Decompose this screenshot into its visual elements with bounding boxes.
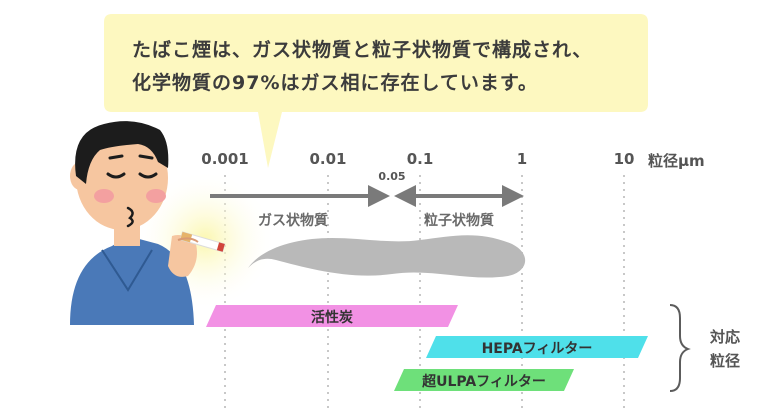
bar-label-ulpa: 超ULPAフィルター — [422, 374, 546, 390]
brace-label-line2: 粒径 — [709, 352, 740, 370]
bubble-text-line2: 化学物質の97%はガス相に存在しています。 — [132, 72, 539, 94]
bar-label-hepa: HEPAフィルター — [481, 341, 593, 357]
tick-label: 0.001 — [201, 150, 249, 168]
smoke-plume — [248, 235, 526, 278]
particle-label: 粒子状物質 — [424, 213, 494, 229]
tick-label: 0.01 — [309, 150, 347, 168]
bubble-text-line1: たばこ煙は、ガス状物質と粒子状物質で構成され、 — [132, 39, 593, 61]
bar-hepa — [426, 336, 648, 358]
marker-label: 0.05 — [378, 170, 406, 183]
speech-bubble — [104, 14, 648, 168]
bar-label-activated-carbon: 活性炭 — [311, 310, 353, 326]
tick-label: 0.1 — [406, 150, 434, 168]
gas-arrow — [210, 185, 390, 207]
brace-label-line1: 対応 — [709, 328, 740, 346]
man-illustration — [70, 121, 226, 325]
bar-ulpa — [394, 369, 574, 391]
gas-label: ガス状物質 — [258, 213, 328, 229]
axis-unit-label: 粒径μm — [648, 152, 705, 170]
tick-label: 10 — [613, 150, 635, 168]
particle-arrow — [394, 185, 524, 207]
tick-label: 1 — [516, 150, 528, 168]
bar-activated-carbon — [206, 305, 458, 327]
brace — [669, 304, 691, 392]
